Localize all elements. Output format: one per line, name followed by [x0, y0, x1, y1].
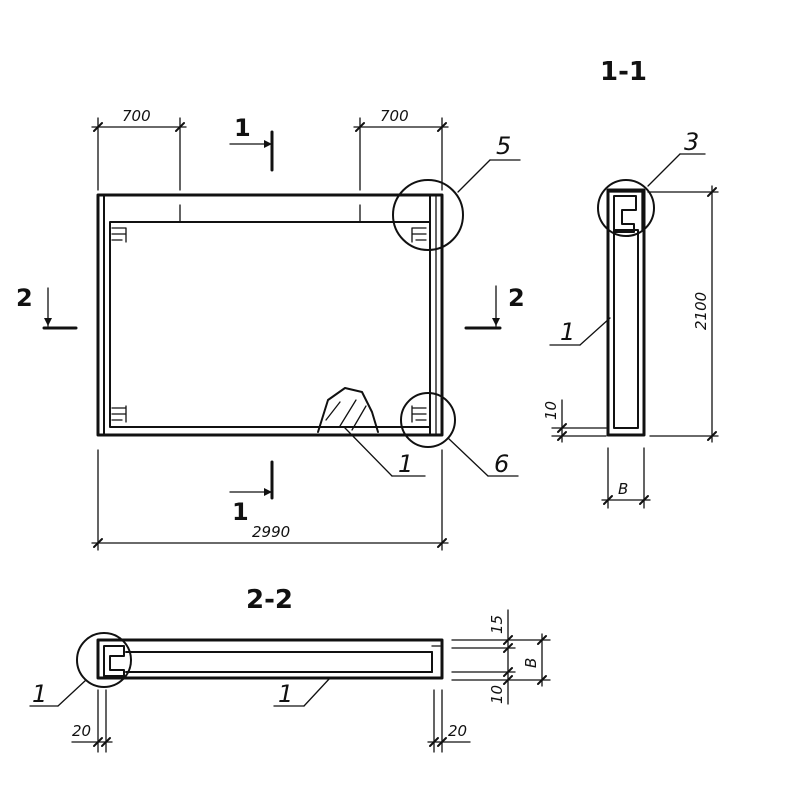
- detail-circle-3: [597, 179, 655, 237]
- section-mark-2-left: 2: [16, 284, 78, 330]
- section-1-1-inner: [613, 229, 639, 429]
- section-2-2-hook: [103, 645, 125, 677]
- dim-height-2100: 2100: [647, 185, 719, 443]
- section-2-2-title: 2-2: [246, 585, 293, 615]
- dim-B-label: B: [522, 658, 540, 668]
- section-1-1: 1-1 3 1 2100 10: [542, 57, 719, 509]
- section-mark-1-top: 1: [229, 114, 274, 172]
- frame-inner: [109, 221, 431, 428]
- dim-chain-right: 15 B 10: [451, 609, 551, 705]
- anchor-top-left: [111, 227, 127, 243]
- dim-right-700: 700: [353, 107, 449, 191]
- leader-1-plan: [344, 427, 393, 477]
- section-2-2: 2-2 1 1 15 B: [29, 585, 551, 753]
- plan-view: 5 6 1 700 700 2990: [16, 107, 525, 551]
- callout-6-label: 6: [494, 450, 509, 478]
- anchor-top-right: [411, 227, 427, 243]
- leader-6: [447, 437, 489, 477]
- dim-20-right: 20: [427, 689, 471, 753]
- anchor-bottom-left: [111, 405, 127, 423]
- dim-10-label: 10: [488, 685, 506, 704]
- section-1-1-title: 1-1: [600, 57, 647, 87]
- leader-1-right: [303, 677, 331, 707]
- detail-circle-6: [400, 392, 456, 448]
- callout-1-plan-label: 1: [398, 450, 413, 478]
- section-1-bottom-label: 1: [232, 498, 249, 526]
- section-2-2-outer: [96, 638, 444, 680]
- cutaway-symbol: [317, 387, 379, 433]
- anchor-bottom-right: [411, 405, 427, 423]
- callout-3-label: 3: [684, 128, 699, 156]
- leader-3: [647, 153, 681, 187]
- dim-20-right-label: 20: [448, 722, 467, 740]
- callout-1-left-label: 1: [32, 680, 47, 708]
- dim-width-label: B: [618, 480, 628, 498]
- detail-circle-5: [392, 179, 464, 251]
- detail-circle-left: [76, 632, 132, 688]
- dim-20-left: 20: [71, 689, 113, 753]
- callout-5-label: 5: [496, 132, 511, 160]
- section-mark-1-bottom: 1: [229, 460, 274, 526]
- leader-5: [457, 159, 491, 193]
- dim-total-2990: 2990: [91, 449, 449, 551]
- section-mark-2-right: 2: [464, 284, 525, 330]
- section-1-1-top-edge: [609, 191, 643, 231]
- dim-height-label: 2100: [692, 292, 710, 330]
- callout-1-section-label: 1: [560, 318, 575, 346]
- dim-bottom-10: 10: [542, 399, 607, 443]
- frame-outer: [96, 193, 444, 437]
- dim-total-label: 2990: [252, 523, 290, 541]
- section-1-1-outer: [606, 188, 646, 437]
- dim-width-B: B: [601, 447, 651, 509]
- dim-left-700-label: 700: [122, 107, 151, 125]
- section-1-top-label: 1: [234, 114, 251, 142]
- callout-1-right-label: 1: [278, 680, 293, 708]
- cutaway-hatch: [325, 399, 367, 431]
- leader-1-section: [579, 317, 611, 346]
- dim-bottom-label: 10: [542, 401, 560, 420]
- leader-1-left: [57, 679, 87, 707]
- dim-left-700: 700: [91, 107, 187, 191]
- section-2-left-label: 2: [16, 284, 33, 312]
- dim-right-700-label: 700: [380, 107, 409, 125]
- dim-20-left-label: 20: [72, 722, 91, 740]
- section-1-1-hook: [613, 195, 637, 233]
- dim-15-label: 15: [488, 615, 506, 634]
- section-2-right-label: 2: [508, 284, 525, 312]
